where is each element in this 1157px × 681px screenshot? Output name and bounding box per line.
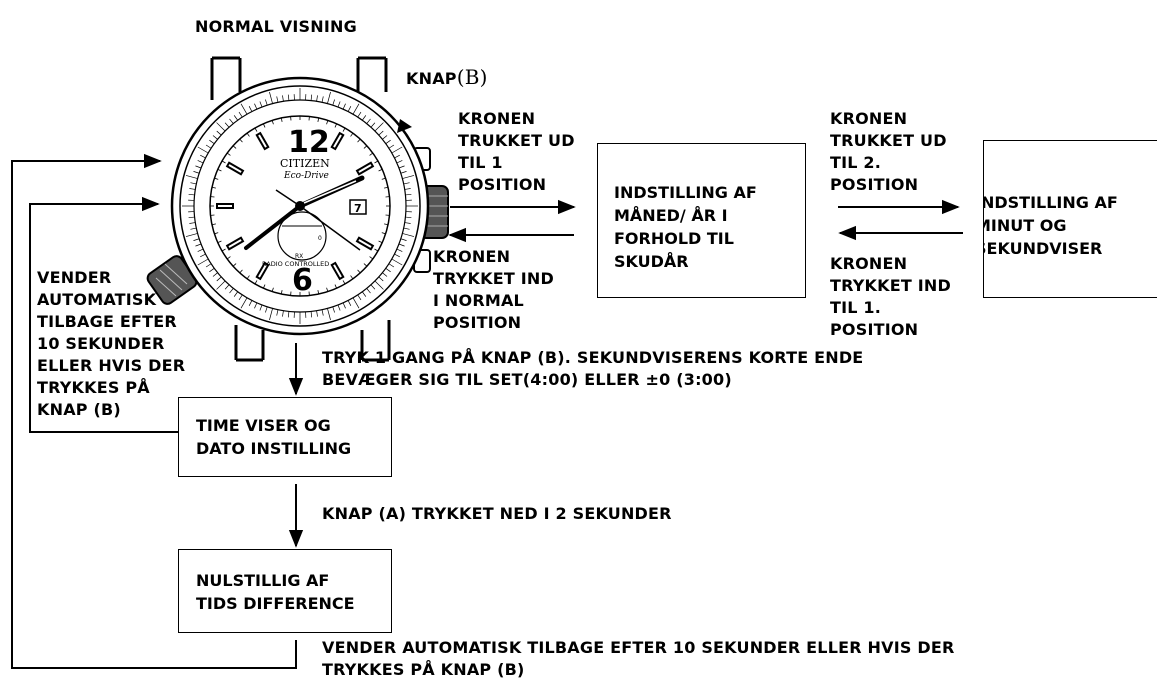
box-month-year-text: INDSTILLING AF MÅNED/ ÅR I FORHOLD TIL S… [614,181,757,273]
box-reset-text: NULSTILLIG AF TIDS DIFFERENCE [196,569,355,615]
knap-b-letter: (B) [457,65,488,89]
sub-dial-mark-0: 0 [318,235,322,242]
box-hour-date-text: TIME VISER OG DATO INSTILLING [196,414,351,460]
label-crown-out-1: KRONEN TRUKKET UD TIL 1 POSITION [458,108,575,196]
dial-brand: CITIZEN [280,157,330,170]
box-reset: NULSTILLIG AF TIDS DIFFERENCE [178,549,392,633]
dial-hour-12: 12 [288,125,330,160]
label-crown-out-2: KRONEN TRUKKET UD TIL 2. POSITION [830,108,947,196]
label-crown-in-normal: KRONEN TRYKKET IND I NORMAL POSITION [433,246,554,334]
dial-radio-text: RADIO CONTROLLED [262,260,329,268]
dial-subbrand: Eco-Drive [283,171,329,181]
knap-b-label: KNAP(B) [406,66,488,90]
hand-pivot [295,201,305,211]
box-minute-second: INDSTILLING AF MINUT OG SEKUNDVISER [983,140,1157,298]
label-crown-in-1: KRONEN TRYKKET IND TIL 1. POSITION [830,253,951,341]
box-minute-second-text: INDSTILLING AF MINUT OG SEKUNDVISER [983,191,1118,260]
box-month-year: INDSTILLING AF MÅNED/ ÅR I FORHOLD TIL S… [597,143,806,298]
dial-hour-6: 6 [292,263,313,298]
label-auto-return-left: VENDER AUTOMATISK TILBAGE EFTER 10 SEKUN… [37,267,185,421]
box-hour-date: TIME VISER OG DATO INSTILLING [178,397,392,477]
label-auto-return-bottom: VENDER AUTOMATISK TILBAGE EFTER 10 SEKUN… [322,637,954,681]
normal-view-title: NORMAL VISNING [195,16,357,38]
watch-illustration: 12 6 CITIZEN Eco-Drive RADIO CONTROLLED … [145,58,448,360]
knap-b-word: KNAP [406,69,457,88]
date-value: 7 [354,202,362,215]
label-press-a: KNAP (A) TRYKKET NED I 2 SEKUNDER [322,503,672,525]
sub-dial-mark-rx: RX [295,253,303,260]
label-press-b: TRYK 1 GANG PÅ KNAP (B). SEKUNDVISERENS … [322,347,863,391]
